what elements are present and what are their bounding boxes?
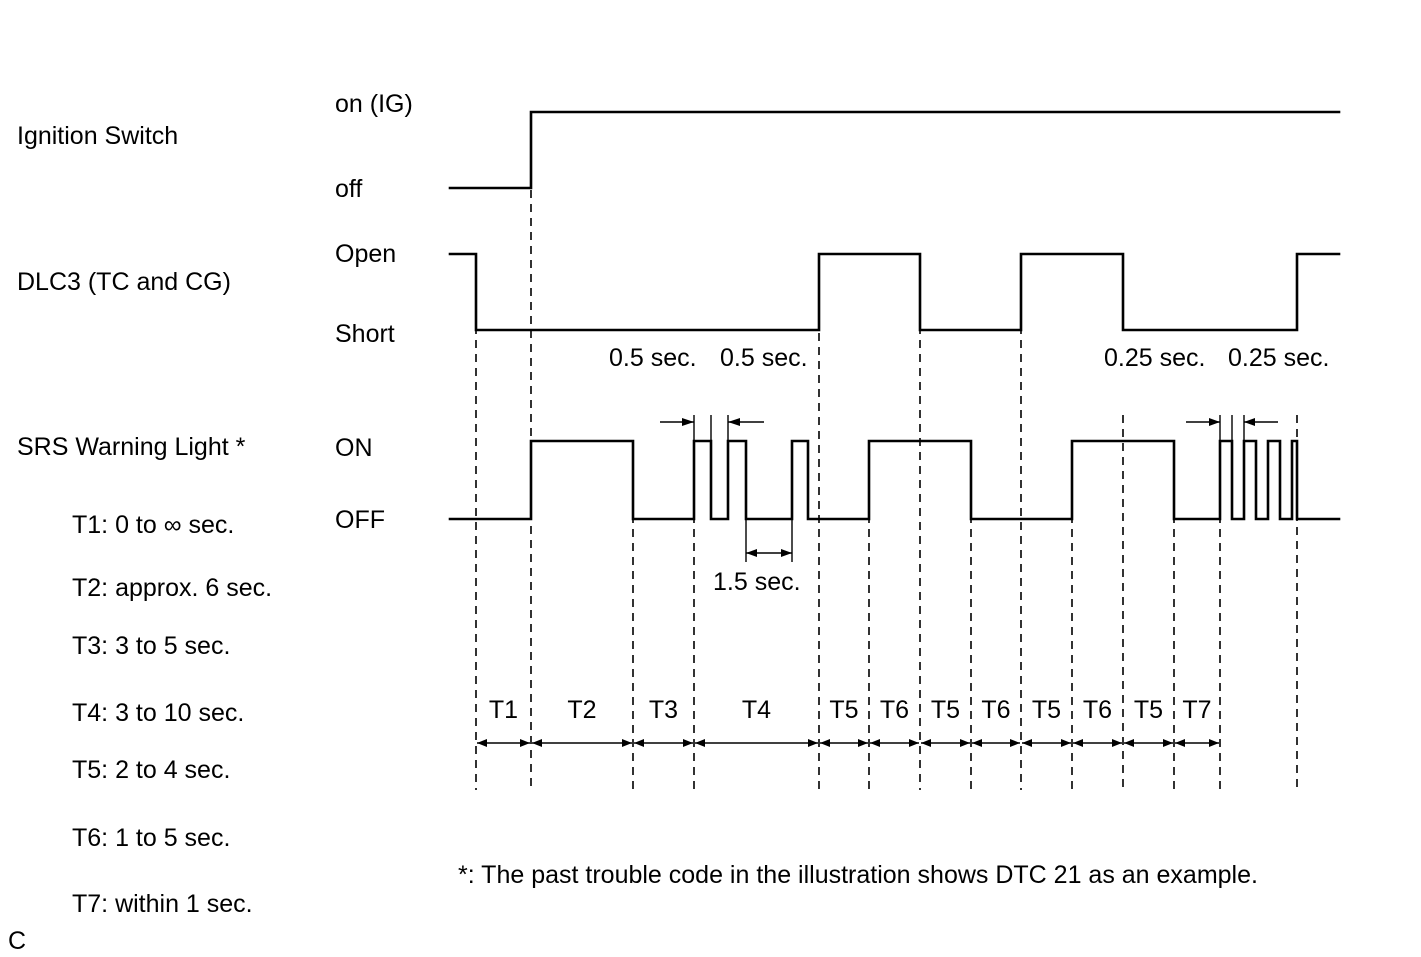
time-def-t4: T4: 3 to 10 sec. — [72, 699, 244, 727]
interval-row: T1 T2 T3 T4 T5 T6 T5 T6 T5 T6 T5 T7 — [477, 696, 1219, 747]
arrow-head — [1163, 739, 1173, 747]
arrow-head — [960, 739, 970, 747]
time-def-t5: T5: 2 to 4 sec. — [72, 756, 230, 784]
interval-label: T6 — [1083, 696, 1112, 724]
interval-label: T6 — [981, 696, 1010, 724]
time-def-t1: T1: 0 to ∞ sec. — [72, 511, 234, 539]
time-def-t3: T3: 3 to 5 sec. — [72, 632, 230, 660]
interval-label: T5 — [1032, 696, 1061, 724]
signal-name-srs-light: SRS Warning Light * — [17, 433, 246, 461]
arrow-head — [1175, 739, 1185, 747]
signal-name-ignition: Ignition Switch — [17, 122, 178, 150]
arrow-head — [820, 739, 830, 747]
srs-low-label: OFF — [335, 506, 385, 534]
slow-pulse-measure — [660, 415, 764, 441]
ignition-high-label: on (IG) — [335, 90, 413, 118]
arrow-head — [858, 739, 868, 747]
interval-label: T7 — [1182, 696, 1211, 724]
arrow-head — [1073, 739, 1083, 747]
dlc3-low-label: Short — [335, 320, 395, 348]
dlc3-waveform — [448, 252, 1341, 332]
interval-label: T6 — [880, 696, 909, 724]
signal-name-dlc3: DLC3 (TC and CG) — [17, 268, 231, 296]
arrow-head — [1124, 739, 1134, 747]
fast-pulse-measure — [1186, 415, 1278, 441]
arrow-head — [1010, 739, 1020, 747]
dlc3-high-label: Open — [335, 240, 396, 268]
arrow-head — [909, 739, 919, 747]
arrow-head — [781, 549, 792, 557]
srs-waveform — [448, 439, 1341, 521]
interval-label: T5 — [829, 696, 858, 724]
arrow-head — [634, 739, 644, 747]
time-def-t7: T7: within 1 sec. — [72, 890, 253, 918]
arrow-head — [808, 739, 818, 747]
arrow-head — [622, 739, 632, 747]
slow-off-label: 0.5 sec. — [720, 344, 808, 372]
arrow-head — [683, 739, 693, 747]
arrow-head — [921, 739, 931, 747]
interval-label: T5 — [1134, 696, 1163, 724]
interval-label: T2 — [567, 696, 596, 724]
time-def-t6: T6: 1 to 5 sec. — [72, 824, 230, 852]
arrow-head — [1244, 418, 1255, 426]
interval-label: T1 — [489, 696, 518, 724]
footnote: *: The past trouble code in the illustra… — [458, 861, 1258, 889]
ignition-waveform — [448, 110, 1341, 190]
arrow-head — [728, 418, 740, 426]
arrow-head — [1022, 739, 1032, 747]
arrow-head — [477, 739, 487, 747]
time-def-t2: T2: approx. 6 sec. — [72, 574, 272, 602]
arrow-head — [520, 739, 530, 747]
fast-off-label: 0.25 sec. — [1228, 344, 1329, 372]
arrow-head — [870, 739, 880, 747]
slow-on-label: 0.5 sec. — [609, 344, 697, 372]
interval-label: T3 — [649, 696, 678, 724]
gap-measure — [745, 519, 793, 562]
arrow-head — [682, 418, 694, 426]
arrow-head — [972, 739, 982, 747]
interval-label: T4 — [742, 696, 771, 724]
arrow-head — [695, 739, 705, 747]
arrow-head — [746, 549, 757, 557]
ignition-low-label: off — [335, 175, 362, 203]
interval-label: T5 — [931, 696, 960, 724]
arrow-head — [1209, 418, 1220, 426]
corner-mark: C — [8, 927, 26, 955]
arrow-head — [1061, 739, 1071, 747]
fast-on-label: 0.25 sec. — [1104, 344, 1205, 372]
arrow-head — [1112, 739, 1122, 747]
gap-label: 1.5 sec. — [713, 568, 801, 596]
srs-high-label: ON — [335, 434, 373, 462]
arrow-head — [532, 739, 542, 747]
arrow-head — [1209, 739, 1219, 747]
